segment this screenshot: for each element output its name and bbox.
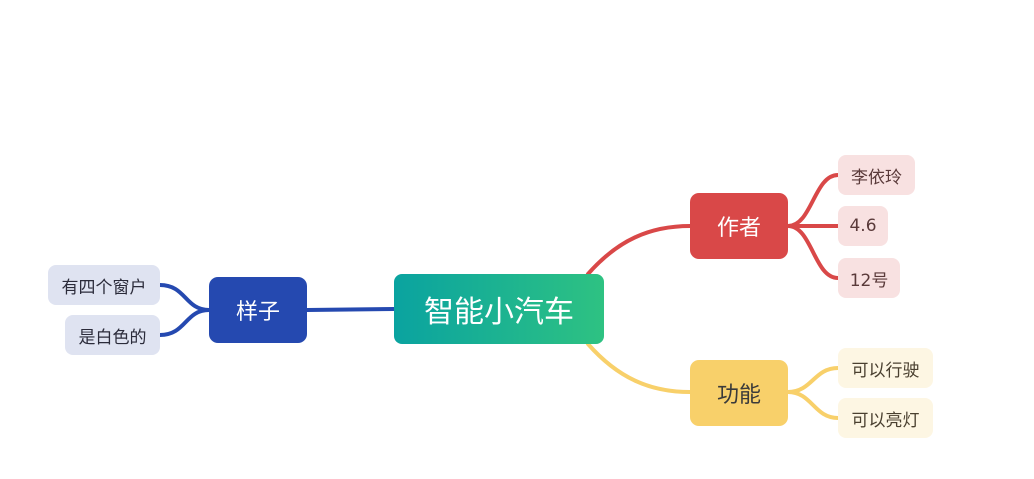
leaf-function-light[interactable]: 可以亮灯: [838, 398, 933, 438]
connector-author-leaf-3: [786, 224, 840, 280]
leaf-author-number[interactable]: 12号: [838, 258, 900, 298]
leaf-style-windows[interactable]: 有四个窗户: [48, 265, 160, 305]
leaf-style-white[interactable]: 是白色的: [65, 315, 160, 355]
central-topic[interactable]: 智能小汽车: [394, 274, 604, 344]
branch-function[interactable]: 功能: [690, 360, 788, 426]
connector-function-leaf-1: [786, 366, 840, 394]
leaf-function-drive[interactable]: 可以行驶: [838, 348, 933, 388]
connector-function-leaf-2: [786, 390, 840, 420]
branch-author[interactable]: 作者: [690, 193, 788, 259]
leaf-author-name[interactable]: 李依玲: [838, 155, 915, 195]
connector-author-leaf-1: [786, 173, 840, 228]
leaf-author-score[interactable]: 4.6: [838, 206, 888, 246]
connector-style-leaf-1: [158, 283, 211, 312]
branch-style[interactable]: 样子: [209, 277, 307, 343]
connector-style-leaf-2: [158, 308, 211, 337]
connector-root-author: [586, 224, 692, 276]
connector-root-style: [305, 307, 396, 312]
connector-root-function: [586, 342, 692, 394]
